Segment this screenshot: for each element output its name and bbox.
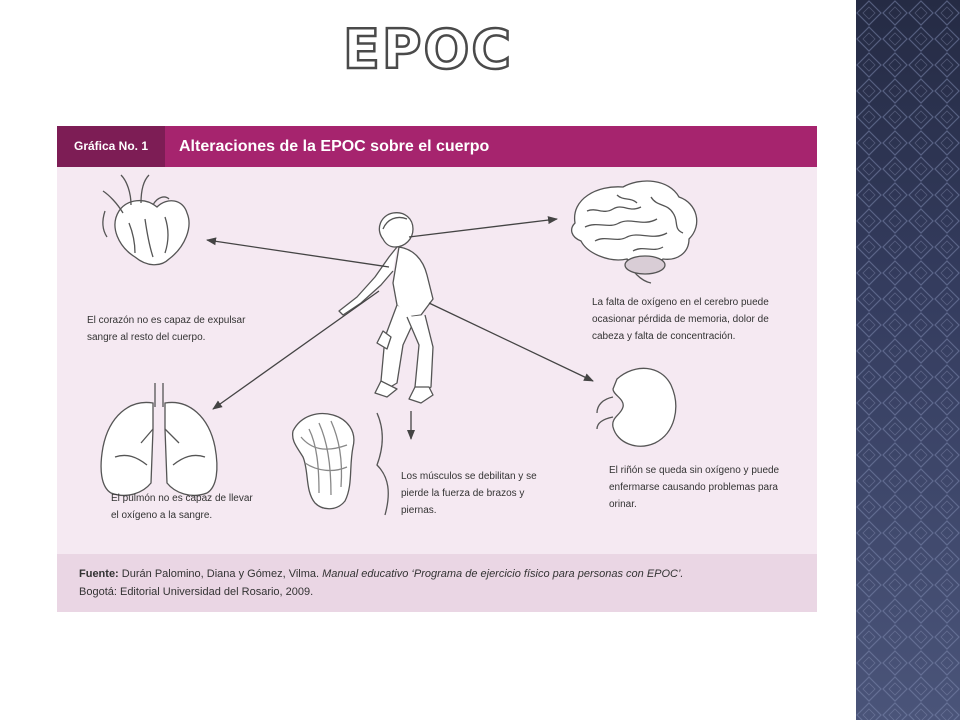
- effect-arrows: [206, 216, 594, 440]
- diamond-pattern: [856, 0, 960, 720]
- arrow-to-heart: [206, 237, 390, 268]
- arrow-to-kidney: [428, 302, 594, 382]
- muscles-caption: Los músculos se debilitan y se pierde la…: [401, 471, 537, 516]
- source-label: Fuente:: [79, 568, 119, 580]
- source-footer: Fuente: Durán Palomino, Diana y Gómez, V…: [57, 554, 817, 612]
- person-illustration: [338, 212, 434, 404]
- heart-caption: El corazón no es capaz de expulsar sangr…: [87, 315, 246, 343]
- brain-illustration: [570, 180, 698, 284]
- lungs-caption: El pulmón no es capaz de llevar el oxíge…: [111, 493, 253, 521]
- heart-illustration: [102, 174, 190, 266]
- arrow-to-lungs: [212, 290, 380, 410]
- brain-caption: La falta de oxígeno en el cerebro puede …: [592, 297, 769, 342]
- body-effects-diagram: [100, 174, 698, 516]
- figure-number: Gráfica No. 1: [57, 126, 165, 167]
- figure-header: Gráfica No. 1 Alteraciones de la EPOC so…: [57, 126, 817, 167]
- source-authors: Durán Palomino, Diana y Gómez, Vilma.: [121, 568, 320, 580]
- source-work: Manual educativo ‘Programa de ejercicio …: [322, 568, 684, 580]
- kidney-illustration: [596, 367, 677, 447]
- lungs-illustration: [100, 383, 218, 497]
- epoc-figure: Gráfica No. 1 Alteraciones de la EPOC so…: [57, 126, 817, 612]
- arrow-to-brain: [408, 216, 558, 238]
- source-publisher: Bogotá: Editorial Universidad del Rosari…: [79, 586, 314, 598]
- kidney-caption: El riñón se queda sin oxígeno y puede en…: [609, 465, 780, 510]
- muscles-illustration: [291, 412, 389, 516]
- source-citation: Fuente: Durán Palomino, Diana y Gómez, V…: [79, 565, 799, 601]
- figure-title: Alteraciones de la EPOC sobre el cuerpo: [179, 138, 490, 155]
- decorative-side-panel: [856, 0, 960, 720]
- slide-title: EPOC: [342, 17, 513, 83]
